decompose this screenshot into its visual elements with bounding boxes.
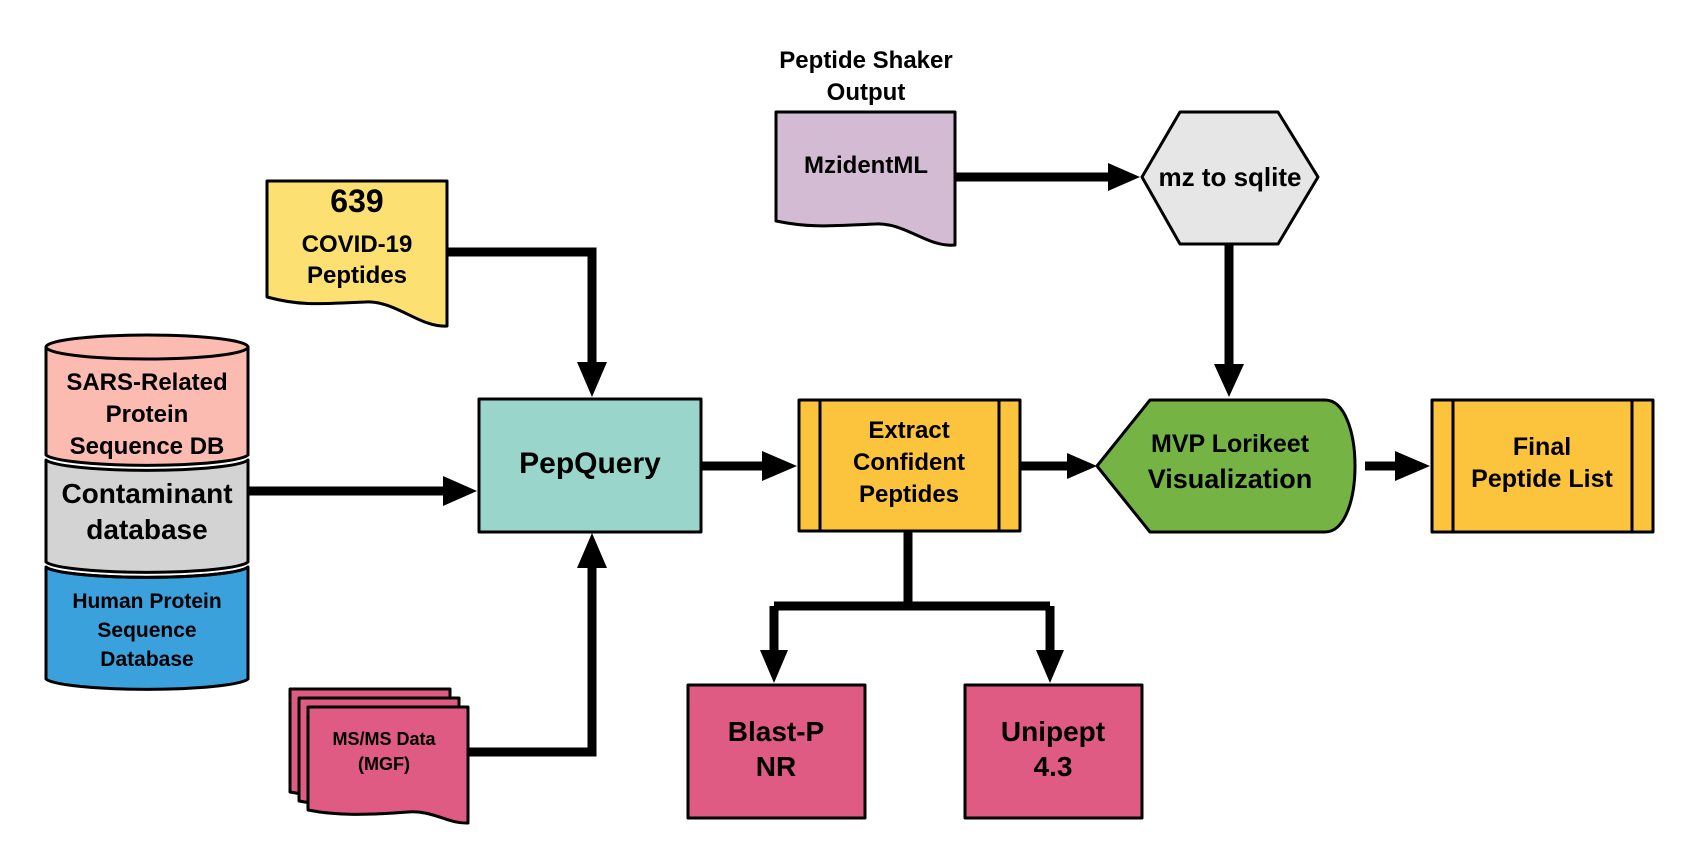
- covid-peptides-count: 639: [330, 183, 383, 219]
- msms-document-front: [306, 705, 470, 825]
- connector-msms-to-pepquery: [467, 566, 597, 757]
- arrowhead-extract-to-mvp: [1067, 453, 1097, 479]
- sars-database-label-line1: SARS-Related: [66, 369, 227, 396]
- mvp-label-line2: Visualization: [1148, 464, 1313, 494]
- extract-label-line2: Confident: [853, 449, 965, 476]
- msms-data-label-line1: MS/MS Data: [332, 729, 436, 749]
- covid-peptides-document[interactable]: 639 COVID-19 Peptides: [265, 179, 449, 328]
- mvp-display-shape: [1095, 398, 1357, 534]
- covid-peptides-label-line1: COVID-19: [302, 231, 413, 258]
- mvp-label-line1: MVP Lorikeet: [1151, 430, 1310, 458]
- blastp-label-line2: NR: [756, 751, 796, 782]
- human-database-label-line2: Sequence: [97, 619, 196, 642]
- mz-to-sqlite-hexagon: [1140, 110, 1320, 246]
- mvp-lorikeet-visualization[interactable]: MVP Lorikeet Visualization: [1095, 398, 1357, 534]
- msms-data-documents[interactable]: MS/MS Data (MGF): [288, 687, 470, 825]
- pepquery-process[interactable]: PepQuery: [477, 397, 703, 534]
- unipept-label-line1: Unipept: [1001, 716, 1105, 747]
- arrowhead-pepquery-to-extract: [762, 451, 797, 481]
- arrowhead-sqlite-to-mvp: [1214, 364, 1244, 397]
- blastp-label-line1: Blast-P: [728, 716, 824, 747]
- unipept-process[interactable]: Unipept 4.3: [963, 683, 1144, 820]
- final-label-line1: Final: [1513, 433, 1571, 461]
- peptide-shaker-output[interactable]: Peptide Shaker Output MzidentML: [774, 47, 957, 247]
- arrowhead-split-to-blastp: [760, 650, 788, 683]
- blastp-nr-process[interactable]: Blast-P NR: [686, 683, 867, 820]
- arrowhead-msms-to-pepquery: [577, 533, 607, 568]
- unipept-label-line2: 4.3: [1034, 751, 1073, 782]
- arrowhead-database-to-pepquery: [443, 476, 477, 506]
- mz-to-sqlite-process[interactable]: mz to sqlite: [1140, 110, 1320, 246]
- blastp-box: [686, 683, 867, 820]
- human-database-top-rim: [45, 565, 249, 579]
- extract-confident-peptides-process[interactable]: Extract Confident Peptides: [797, 398, 1022, 533]
- arrowhead-covid-to-pepquery: [577, 362, 607, 397]
- extract-label-line3: Peptides: [859, 481, 959, 508]
- final-label-line2: Peptide List: [1471, 465, 1613, 493]
- covid-peptides-shape: [265, 179, 449, 328]
- extract-box: [797, 398, 1022, 533]
- mzidentml-document: [774, 110, 957, 247]
- final-box: [1430, 398, 1655, 534]
- contaminant-database-label-line2: database: [86, 514, 207, 545]
- final-peptide-list-process[interactable]: Final Peptide List: [1430, 398, 1655, 534]
- sars-database-label-line3: Sequence DB: [70, 433, 225, 460]
- unipept-box: [963, 683, 1144, 820]
- mz-to-sqlite-label: mz to sqlite: [1158, 162, 1301, 192]
- peptide-shaker-caption-line1: Peptide Shaker: [779, 47, 952, 74]
- extract-label-line1: Extract: [868, 417, 949, 444]
- pepquery-label: PepQuery: [519, 447, 661, 480]
- contaminant-database-label-line1: Contaminant: [61, 478, 232, 509]
- msms-data-label-line2: (MGF): [358, 754, 410, 774]
- covid-peptides-label-line2: Peptides: [307, 262, 407, 289]
- sars-database-label-line2: Protein: [106, 401, 189, 428]
- peptide-shaker-caption-line2: Output: [827, 79, 906, 106]
- arrowhead-split-to-unipept: [1036, 650, 1064, 683]
- mzidentml-label: MzidentML: [804, 152, 928, 179]
- database-stack[interactable]: SARS-Related Protein Sequence DB Contami…: [44, 333, 250, 691]
- sars-database-top: [44, 333, 250, 361]
- connectors: [248, 163, 1430, 757]
- contaminant-database-cylinder: [44, 458, 250, 574]
- human-database-label-line3: Database: [100, 648, 193, 671]
- pepquery-box: [477, 397, 703, 534]
- human-database-label-line1: Human Protein: [72, 590, 221, 613]
- arrowhead-mzidentml-to-sqlite: [1108, 163, 1140, 191]
- arrowhead-mvp-to-final: [1395, 451, 1430, 481]
- connector-covid-to-pepquery: [447, 247, 597, 365]
